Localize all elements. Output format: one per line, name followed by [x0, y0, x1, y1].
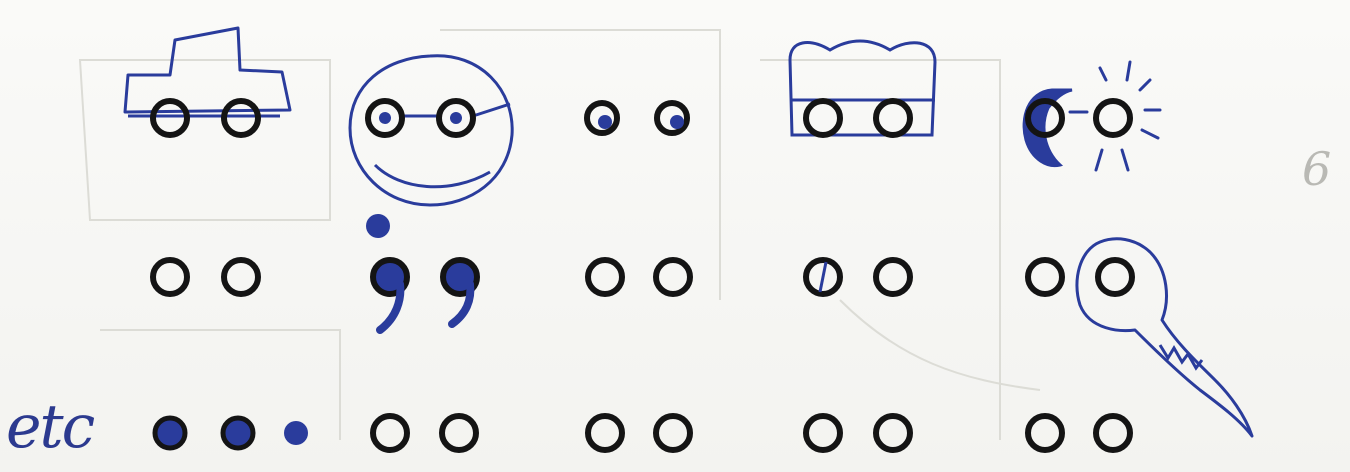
circle-r1c1-right — [224, 101, 258, 135]
pair-r3c4 — [806, 416, 910, 450]
wagon-doodle — [790, 41, 935, 135]
smiley-face-doodle — [350, 56, 512, 205]
circle-r2c4-right — [876, 260, 910, 294]
pair-r3c3 — [588, 416, 690, 450]
circle-r1c5-right — [1096, 101, 1130, 135]
moon-and-sun-doodle — [1024, 62, 1160, 170]
circle-r2c3-right — [656, 260, 690, 294]
pair-r2c1 — [153, 260, 258, 294]
row-2 — [153, 214, 1252, 436]
circle-r3c3-right — [656, 416, 690, 450]
pencil-background-marks — [80, 30, 1040, 440]
quotation-marks-doodle — [366, 214, 477, 330]
circle-r3c1-a — [155, 418, 185, 448]
circle-r1c4-right — [876, 101, 910, 135]
eyes-doodle — [587, 103, 687, 133]
circle-r3c4-left — [806, 416, 840, 450]
circle-r3c4-right — [876, 416, 910, 450]
pair-r3c2 — [373, 416, 476, 450]
circle-r3c1-b — [223, 418, 253, 448]
three-filled-dots — [155, 418, 308, 448]
pair-r3c5 — [1028, 416, 1130, 450]
circle-r3c3-left — [588, 416, 622, 450]
circle-r3c2-right — [442, 416, 476, 450]
circle-r2c1-left — [153, 260, 187, 294]
circle-r1c1-left — [153, 101, 187, 135]
circle-r2c1-right — [224, 260, 258, 294]
circle-r2c5-left — [1028, 260, 1062, 294]
row-3 — [155, 416, 1130, 450]
pair-r2c3 — [588, 260, 690, 294]
circle-r3c1-c — [284, 421, 308, 445]
circle-r2c5-right — [1098, 260, 1132, 294]
circle-r3c2-left — [373, 416, 407, 450]
marked-circle — [806, 260, 910, 294]
page-number: 6 — [1302, 142, 1331, 196]
circle-r1c4-left — [806, 101, 840, 135]
etc-annotation: etc — [6, 392, 93, 462]
row-1 — [125, 28, 1160, 205]
circle-r2c3-left — [588, 260, 622, 294]
circle-r3c5-right — [1096, 416, 1130, 450]
key-doodle — [1028, 239, 1252, 436]
car-doodle — [125, 28, 290, 135]
circle-r3c5-left — [1028, 416, 1062, 450]
